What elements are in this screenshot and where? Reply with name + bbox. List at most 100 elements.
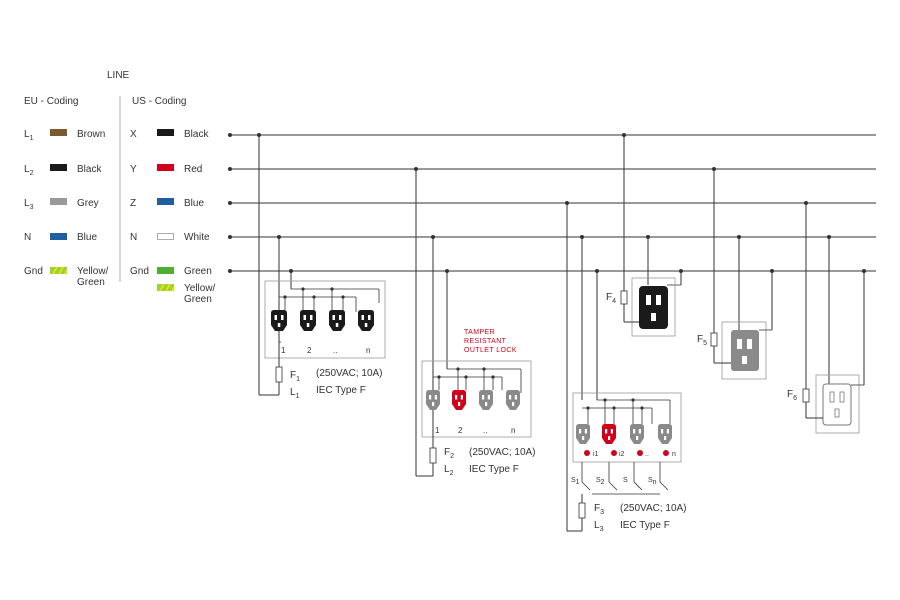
svg-text:Sn: Sn [648, 477, 657, 486]
iec-socket-grey [426, 390, 440, 410]
svg-text:Black: Black [184, 129, 209, 140]
us-row-z: Z Blue [130, 198, 204, 209]
outlet-group-3: i1 i2 .. n S1 S2 S Sn F3 (250VAC; 10A) L… [565, 201, 687, 533]
yellow-green-swatch [157, 284, 174, 291]
svg-text:L3: L3 [594, 520, 604, 533]
svg-text:i2: i2 [619, 451, 625, 458]
iec-socket-black [329, 310, 345, 331]
svg-text:..: .. [333, 346, 337, 355]
svg-text:IEC Type F: IEC Type F [316, 385, 366, 396]
eu-row-l2: L2 Black [24, 164, 102, 177]
black-swatch [50, 164, 67, 171]
svg-text:n: n [366, 346, 370, 355]
green-swatch [157, 267, 174, 274]
outlet-group-1: 1 2 .. n F1 (250VAC; 10A) L1 IEC Type F [257, 133, 386, 400]
iec-c19-socket-white [822, 383, 852, 426]
svg-text:L2: L2 [24, 164, 34, 177]
grey-swatch [50, 198, 67, 205]
svg-text:Blue: Blue [77, 232, 97, 243]
line-header: LINE [107, 70, 130, 81]
svg-text:Red: Red [184, 164, 202, 175]
single-outlet-f5: F5 [697, 167, 774, 380]
red-swatch [157, 164, 174, 171]
us-row-gnd: Gnd Green Yellow/ Green [130, 266, 216, 305]
svg-text:Yellow/: Yellow/ [184, 283, 216, 294]
svg-text:IEC Type F: IEC Type F [620, 520, 670, 531]
fuse-f4 [620, 290, 628, 305]
iec-socket-red [602, 424, 616, 444]
iec-socket-grey [506, 390, 520, 410]
fuse-f3 [578, 502, 586, 519]
us-row-y: Y Red [130, 164, 202, 175]
svg-text:..: .. [483, 426, 487, 435]
indicator-lamp [663, 450, 669, 456]
svg-text:F5: F5 [697, 334, 707, 347]
svg-text:L2: L2 [444, 464, 454, 477]
bus-lines [228, 133, 876, 273]
white-swatch [157, 233, 174, 240]
svg-text:i1: i1 [593, 451, 599, 458]
svg-text:(250VAC; 10A): (250VAC; 10A) [316, 368, 383, 379]
single-outlet-f4: F4 [606, 133, 683, 337]
svg-text:Brown: Brown [77, 129, 105, 140]
svg-text:n: n [511, 426, 515, 435]
indicator-lamp [637, 450, 643, 456]
svg-text:Black: Black [77, 164, 102, 175]
svg-text:L1: L1 [24, 129, 34, 142]
iec-socket-grey [479, 390, 493, 410]
svg-text:1: 1 [281, 346, 286, 355]
iec-c19-socket-grey [731, 330, 759, 371]
us-row-n: N White [130, 232, 210, 243]
us-coding-title: US - Coding [132, 96, 186, 107]
svg-text:Z: Z [130, 198, 136, 209]
svg-text:2: 2 [307, 346, 312, 355]
svg-text:S1: S1 [571, 477, 580, 486]
fuse-f6 [802, 388, 810, 403]
yellow-green-swatch [50, 267, 67, 274]
svg-text:1: 1 [435, 426, 440, 435]
svg-text:Gnd: Gnd [24, 266, 43, 277]
eu-row-n: N Blue [24, 232, 97, 243]
svg-text:Grey: Grey [77, 198, 99, 209]
svg-text:Yellow/: Yellow/ [77, 266, 109, 277]
fuse-f1 [275, 366, 283, 383]
svg-text:(250VAC; 10A): (250VAC; 10A) [620, 503, 687, 514]
svg-text:IEC Type F: IEC Type F [469, 464, 519, 475]
svg-text:F6: F6 [787, 389, 797, 402]
svg-text:Gnd: Gnd [130, 266, 149, 277]
svg-text:Green: Green [184, 266, 212, 277]
fuse-f2 [429, 447, 437, 464]
svg-text:S2: S2 [596, 477, 605, 486]
outlet-group-2: TAMPER RESISTANT OUTLET LOCK [414, 167, 536, 477]
svg-text:F3: F3 [594, 503, 604, 516]
svg-text:F1: F1 [290, 370, 300, 383]
iec-socket-grey [576, 424, 590, 444]
indicator-lamp [584, 450, 590, 456]
svg-text:X: X [130, 129, 137, 140]
eu-row-gnd: Gnd Yellow/ Green [24, 266, 109, 288]
svg-text:Blue: Blue [184, 198, 204, 209]
tamper-warning: TAMPER [464, 329, 495, 336]
blue-swatch [50, 233, 67, 240]
indicator-lamp [611, 450, 617, 456]
iec-socket-grey [658, 424, 672, 444]
iec-socket-black [271, 310, 287, 331]
tamper-warning: OUTLET LOCK [464, 347, 517, 354]
svg-text:N: N [130, 232, 137, 243]
single-outlet-f6: F6 [787, 201, 866, 434]
eu-coding-title: EU - Coding [24, 96, 78, 107]
svg-text:..: .. [645, 451, 649, 458]
svg-text:White: White [184, 232, 210, 243]
brown-swatch [50, 129, 67, 136]
svg-text:Green: Green [77, 277, 105, 288]
us-row-x: X Black [130, 129, 209, 140]
eu-row-l1: L1 Brown [24, 129, 105, 142]
svg-text:N: N [24, 232, 31, 243]
black-swatch [157, 129, 174, 136]
svg-text:S: S [623, 477, 628, 484]
iec-socket-black [300, 310, 316, 331]
iec-socket-grey [630, 424, 644, 444]
tamper-warning: RESISTANT [464, 338, 507, 345]
svg-text:n: n [672, 451, 676, 458]
